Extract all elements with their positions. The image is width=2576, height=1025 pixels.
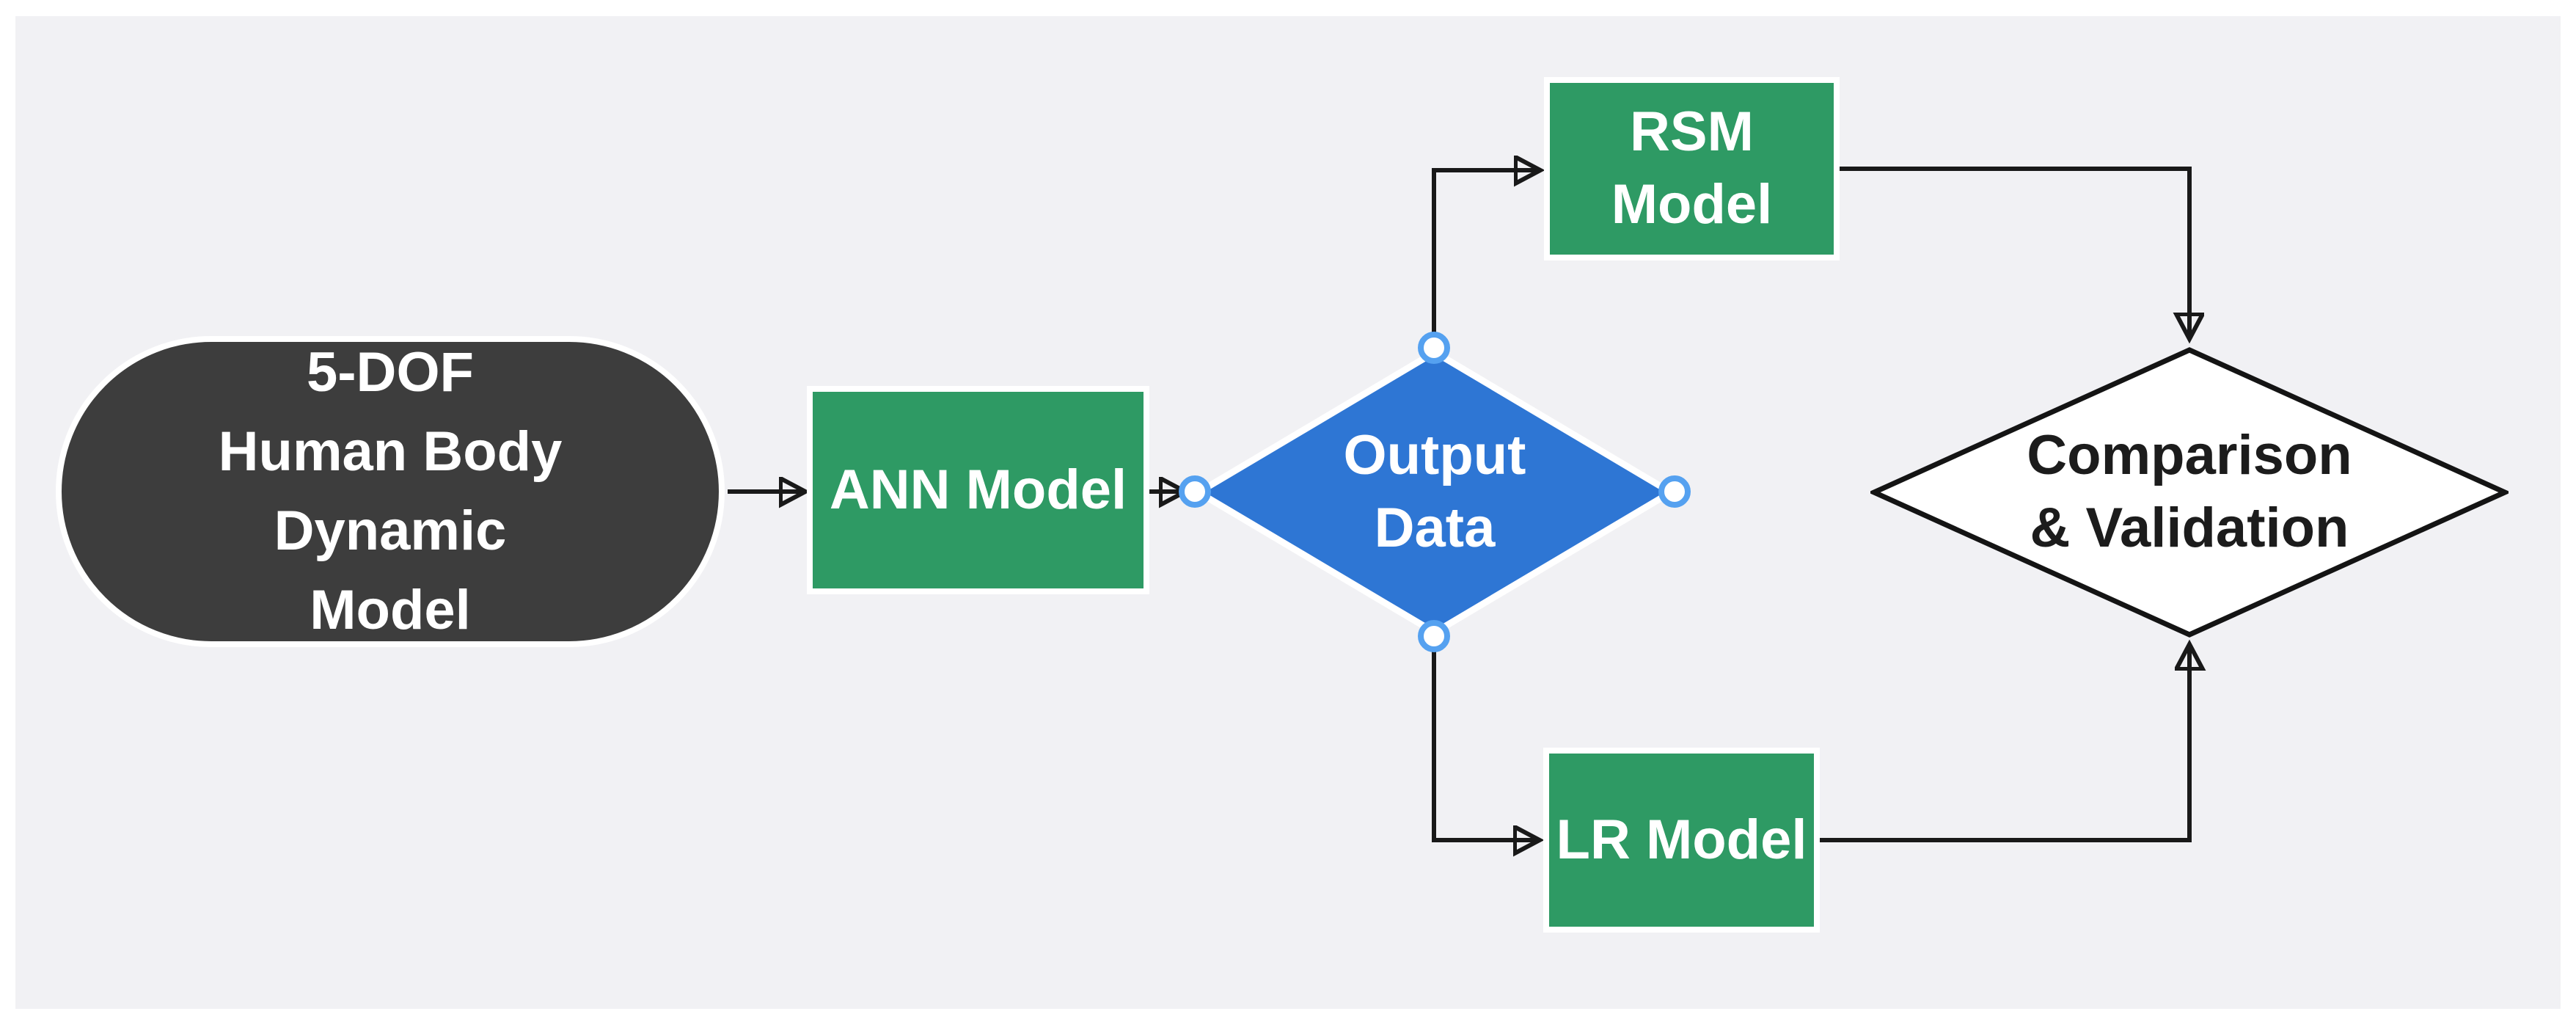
node-rsm-label: RSM Model <box>1611 101 1773 236</box>
connection-handle-bottom[interactable] <box>1418 620 1450 652</box>
node-start-terminator[interactable]: 5-DOF Human Body Dynamic Model <box>56 336 725 647</box>
connection-handle-top[interactable] <box>1418 332 1450 364</box>
connection-handle-right[interactable] <box>1658 475 1691 508</box>
node-start-label: 5-DOF Human Body Dynamic Model <box>218 341 563 641</box>
connection-handle-left[interactable] <box>1179 475 1211 508</box>
connector-rsm-to-compare[interactable] <box>1835 167 2189 339</box>
node-lr-label: LR Model <box>1556 808 1807 871</box>
connector-output-to-rsm[interactable] <box>1432 170 1540 348</box>
node-output-label: Output Data <box>1343 424 1526 559</box>
node-lr-model[interactable]: LR Model <box>1543 748 1820 933</box>
node-compare-label: Comparison & Validation <box>2027 424 2352 559</box>
node-output-decision[interactable]: Output Data <box>1195 349 1675 636</box>
node-ann-label: ANN Model <box>829 458 1127 521</box>
connector-lr-to-compare[interactable] <box>1815 644 2189 842</box>
compare-diamond-shape <box>1870 347 2509 638</box>
connector-output-to-lr[interactable] <box>1432 636 1540 840</box>
node-rsm-model[interactable]: RSM Model <box>1544 77 1840 260</box>
node-ann-model[interactable]: ANN Model <box>807 386 1149 594</box>
node-compare-decision[interactable]: Comparison & Validation <box>1870 346 2509 638</box>
